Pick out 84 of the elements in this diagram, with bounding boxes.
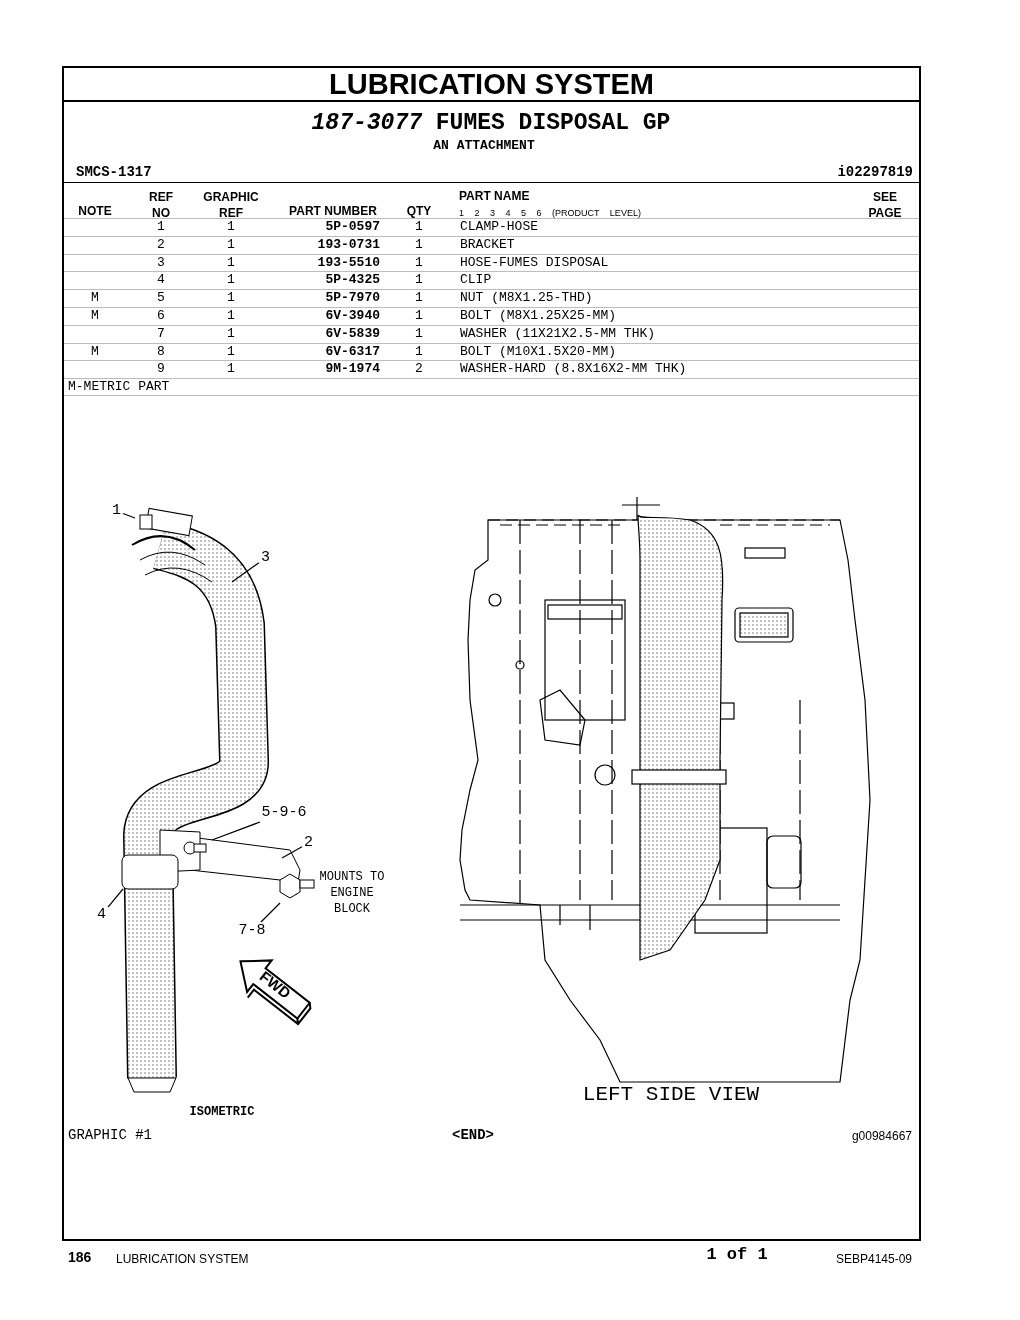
mounting-note: MOUNTS TO ENGINE BLOCK xyxy=(318,869,386,917)
graphic-ref-cell: 1 xyxy=(227,343,235,360)
graphic-ref-cell: 1 xyxy=(227,236,235,253)
page-title: LUBRICATION SYSTEM xyxy=(328,68,655,100)
column-header: REF NO xyxy=(148,189,174,221)
qty-cell: 1 xyxy=(415,219,423,235)
graphic-ref-cell: 1 xyxy=(227,290,235,307)
graphic-ref-cell: 1 xyxy=(227,308,235,324)
part-name-cell: WASHER (11X21X2.5-MM THK) xyxy=(460,325,656,342)
part-number-cell: 5P-0597 xyxy=(325,219,380,235)
part-name-cell: WASHER-HARD (8.8X16X2-MM THK) xyxy=(460,361,687,378)
ref-cell: 5 xyxy=(157,290,165,307)
part-name-cell: NUT (M8X1.25-THD) xyxy=(460,290,593,307)
ref-cell: 6 xyxy=(157,308,165,324)
qty-cell: 1 xyxy=(415,290,423,307)
document-number: SEBP4145-09 xyxy=(835,1251,912,1267)
part-number-cell: 5P-4325 xyxy=(325,272,380,289)
callout-number: 2 xyxy=(302,834,315,852)
qty-cell: 1 xyxy=(415,236,423,253)
qty-cell: 1 xyxy=(415,272,423,289)
graphic-ref-cell: 1 xyxy=(227,219,235,235)
callout-number: 3 xyxy=(259,549,272,567)
column-header: QTY xyxy=(406,203,432,219)
column-header: SEE PAGE xyxy=(867,189,903,221)
callout-number: 5-9-6 xyxy=(260,804,308,822)
end-mark: <END> xyxy=(452,1127,494,1143)
leader-line xyxy=(122,512,136,519)
column-header: NOTE xyxy=(78,203,112,219)
view-title: LEFT SIDE VIEW xyxy=(582,1087,760,1103)
part-number-cell: 5P-7970 xyxy=(325,290,380,307)
part-name-cell: BOLT (M8X1.25X25-MM) xyxy=(460,308,617,324)
column-header: GRAPHIC REF xyxy=(202,189,260,221)
graphic-ref-cell: 1 xyxy=(227,254,235,271)
info-id: i02297819 xyxy=(837,164,913,180)
footer-title: LUBRICATION SYSTEM xyxy=(116,1251,249,1267)
leader-line xyxy=(231,562,260,583)
part-name-cell: CLIP xyxy=(460,272,492,289)
view-title: ISOMETRIC xyxy=(189,1104,255,1120)
qty-cell: 1 xyxy=(415,325,423,342)
callout-number: 7-8 xyxy=(236,922,268,940)
smcs-code: SMCS-1317 xyxy=(76,164,152,180)
qty-cell: 2 xyxy=(415,361,423,378)
ref-cell: 8 xyxy=(157,343,165,360)
page-number: 186 xyxy=(68,1249,92,1265)
ref-cell: 9 xyxy=(157,361,165,378)
part-name-cell: BOLT (M10X1.5X20-MM) xyxy=(460,343,617,360)
part-number-cell: 193-5510 xyxy=(317,254,380,271)
qty-cell: 1 xyxy=(415,308,423,324)
part-number-cell: 6V-6317 xyxy=(325,343,380,360)
callout-number: 1 xyxy=(110,502,123,520)
graphic-ref-cell: 1 xyxy=(227,361,235,378)
qty-cell: 1 xyxy=(415,254,423,271)
product-level: 1 2 3 4 5 6 (PRODUCT LEVEL) xyxy=(459,207,641,220)
part-number-cell: 6V-3940 xyxy=(325,308,380,324)
callout-number: 4 xyxy=(95,906,108,924)
part-name-cell: BRACKET xyxy=(460,236,515,253)
leader-line xyxy=(260,902,281,923)
note-cell: M xyxy=(91,290,99,307)
page-count: 1 of 1 xyxy=(706,1247,768,1263)
qty-cell: 1 xyxy=(415,343,423,360)
column-header: PART NAME xyxy=(459,188,530,204)
part-number-cell: 9M-1974 xyxy=(325,361,380,378)
graphic-number: GRAPHIC #1 xyxy=(68,1127,152,1143)
table-note: M-METRIC PART xyxy=(68,379,170,395)
ref-cell: 4 xyxy=(157,272,165,289)
part-name-cell: CLAMP-HOSE xyxy=(460,219,538,235)
part-number-cell: 6V-5839 xyxy=(325,325,380,342)
leader-line xyxy=(281,846,303,859)
ref-cell: 7 xyxy=(157,325,165,342)
graphic-ref-cell: 1 xyxy=(227,325,235,342)
part-number-cell: 193-0731 xyxy=(317,236,380,253)
ref-cell: 1 xyxy=(157,219,165,235)
group-title: 187-3077 FUMES DISPOSAL GP xyxy=(311,110,671,136)
leader-line xyxy=(211,821,261,841)
subtitle: AN ATTACHMENT xyxy=(433,138,535,154)
leader-line xyxy=(107,888,124,908)
column-header: PART NUMBER xyxy=(289,203,377,219)
ref-cell: 3 xyxy=(157,254,165,271)
part-name-cell: HOSE-FUMES DISPOSAL xyxy=(460,254,609,271)
note-cell: M xyxy=(91,343,99,360)
graphic-id: g00984667 xyxy=(851,1128,912,1144)
note-cell: M xyxy=(91,308,99,324)
graphic-ref-cell: 1 xyxy=(227,272,235,289)
ref-cell: 2 xyxy=(157,236,165,253)
